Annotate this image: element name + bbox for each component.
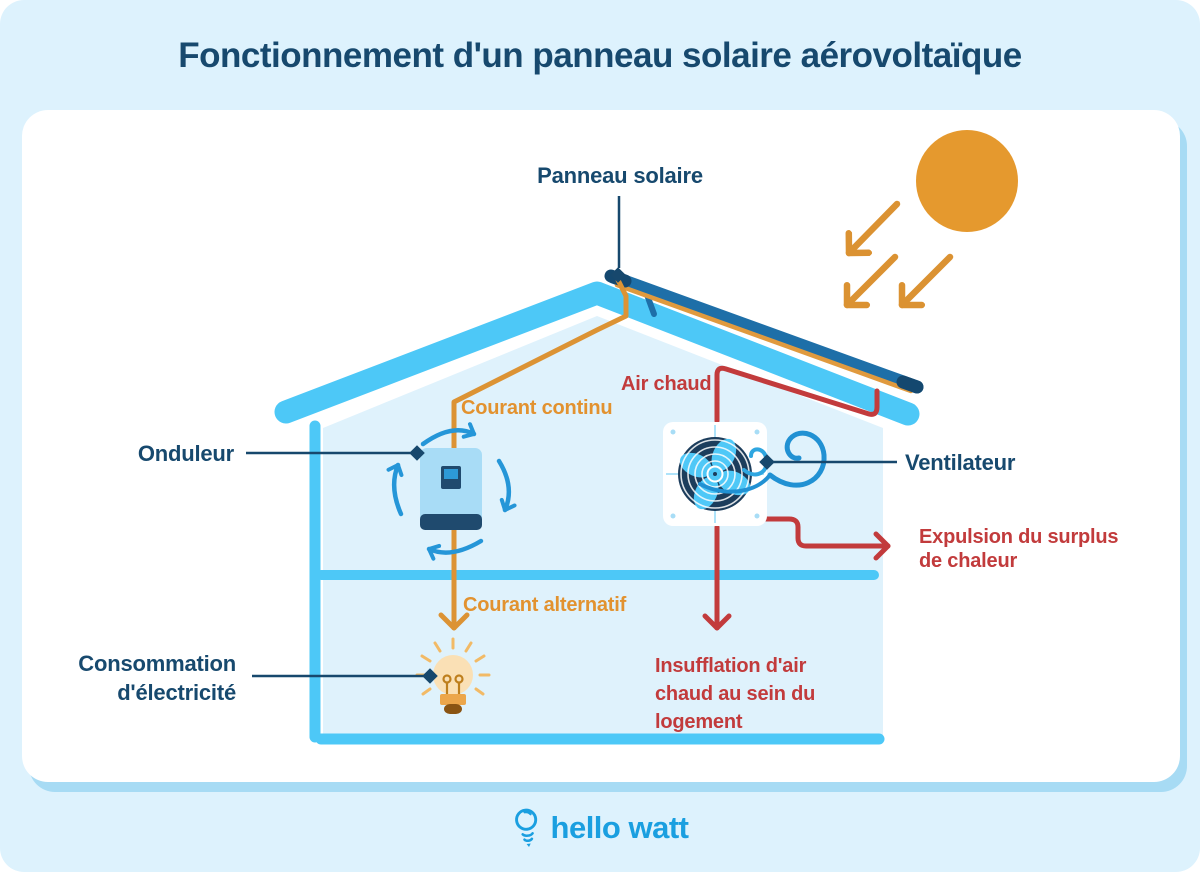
label-consumption-line2: d'électricité [117, 680, 236, 705]
house [274, 281, 920, 745]
sun-icon [843, 130, 1018, 309]
label-insufflation-line3: logement [655, 711, 743, 733]
inverter-icon [386, 422, 517, 561]
wire-panel-to-fan [714, 365, 880, 424]
expulsion-arrow [763, 516, 891, 561]
hot-air-wires [702, 365, 891, 631]
label-expulsion-line1: Expulsion du surplus [919, 526, 1119, 548]
conversion-arrows [386, 422, 517, 561]
label-consumption: Consommation d'électricité [40, 649, 236, 707]
label-fan: Ventilateur [905, 450, 1016, 475]
label-hot-air: Air chaud [621, 373, 712, 395]
page-title: Fonctionnement d'un panneau solaire aéro… [178, 36, 1022, 75]
bulb-icon [415, 637, 491, 714]
brand-name: hello watt [550, 810, 689, 845]
label-insufflation-line1: Insufflation d'air [655, 655, 807, 677]
label-expulsion: Expulsion du surplus de chaleur [919, 525, 1119, 573]
house-interior [323, 316, 883, 738]
label-inverter: Onduleur [137, 441, 234, 466]
label-insufflation-line2: chaud au sein du [655, 683, 816, 705]
current-wire [438, 277, 629, 631]
sun-rays-arrows [843, 200, 954, 309]
label-insufflation: Insufflation d'air chaud au sein du loge… [655, 652, 815, 736]
fan-icon [663, 422, 827, 526]
label-solar-panel: Panneau solaire [537, 163, 703, 188]
roof [274, 281, 920, 426]
brand-bulb-icon [514, 808, 537, 848]
label-dc-current: Courant continu [461, 397, 613, 419]
footer-brand: hello watt [0, 806, 1200, 850]
label-ac-current: Courant alternatif [463, 594, 627, 616]
label-expulsion-line2: de chaleur [919, 550, 1018, 572]
label-connectors [246, 196, 897, 678]
label-consumption-line1: Consommation [78, 651, 236, 676]
